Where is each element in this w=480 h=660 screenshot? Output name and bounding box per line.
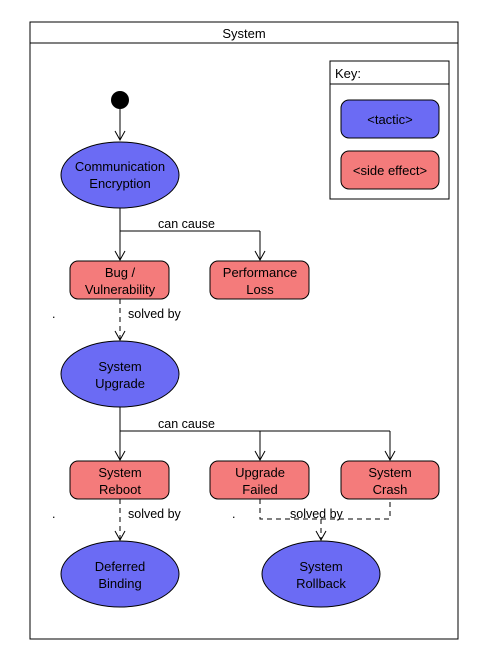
- edge-label-can-cause-2: can cause: [158, 417, 215, 431]
- node-performance-loss: Performance Loss: [209, 260, 310, 300]
- initial-node: [111, 91, 129, 109]
- node-deferred-binding: Deferred Binding: [60, 540, 180, 608]
- stray-dot: .: [232, 507, 235, 521]
- svg-text:Vulnerability: Vulnerability: [85, 282, 156, 297]
- svg-text:Loss: Loss: [246, 282, 274, 297]
- node-system-rollback: System Rollback: [261, 540, 381, 608]
- svg-text:Crash: Crash: [373, 482, 408, 497]
- node-bug-vulnerability: Bug / Vulnerability: [69, 260, 170, 300]
- key-side-effect-label: <side effect>: [353, 163, 427, 178]
- key-tactic-label: <tactic>: [367, 112, 413, 127]
- node-system-reboot: System Reboot: [69, 460, 170, 500]
- svg-text:Bug /: Bug /: [105, 265, 136, 280]
- edge-label-solved-by-3: solved by: [290, 507, 344, 521]
- stray-dot: .: [52, 507, 55, 521]
- svg-text:Binding: Binding: [98, 576, 141, 591]
- stray-dot: .: [52, 307, 55, 321]
- key-side-effect-swatch: [340, 150, 440, 190]
- key-title: Key:: [335, 66, 361, 81]
- svg-text:System: System: [299, 559, 342, 574]
- svg-text:Communication: Communication: [75, 159, 165, 174]
- svg-text:System: System: [98, 359, 141, 374]
- node-communication-encryption: Communication Encryption: [60, 141, 180, 209]
- edge-label-solved-by-1: solved by: [128, 307, 182, 321]
- key-tactic-swatch: [340, 99, 440, 139]
- svg-text:System: System: [98, 465, 141, 480]
- svg-text:Encryption: Encryption: [89, 176, 150, 191]
- system-frame-title: System: [222, 26, 265, 41]
- svg-text:Upgrade: Upgrade: [235, 465, 285, 480]
- edge-solved-by-3-bar: [259, 499, 391, 520]
- edge-label-can-cause-1: can cause: [158, 217, 215, 231]
- edge-label-solved-by-2: solved by: [128, 507, 182, 521]
- svg-text:Upgrade: Upgrade: [95, 376, 145, 391]
- svg-text:Deferred: Deferred: [95, 559, 146, 574]
- key-legend: Key: <tactic> <side effect>: [329, 60, 450, 200]
- edges: [114, 109, 396, 542]
- svg-text:Performance: Performance: [223, 265, 297, 280]
- svg-text:System: System: [368, 465, 411, 480]
- node-upgrade-failed: Upgrade Failed: [209, 460, 310, 500]
- node-system-upgrade: System Upgrade: [60, 340, 180, 408]
- svg-text:Rollback: Rollback: [296, 576, 346, 591]
- svg-text:Reboot: Reboot: [99, 482, 141, 497]
- svg-text:Failed: Failed: [242, 482, 277, 497]
- node-system-crash: System Crash: [340, 460, 440, 500]
